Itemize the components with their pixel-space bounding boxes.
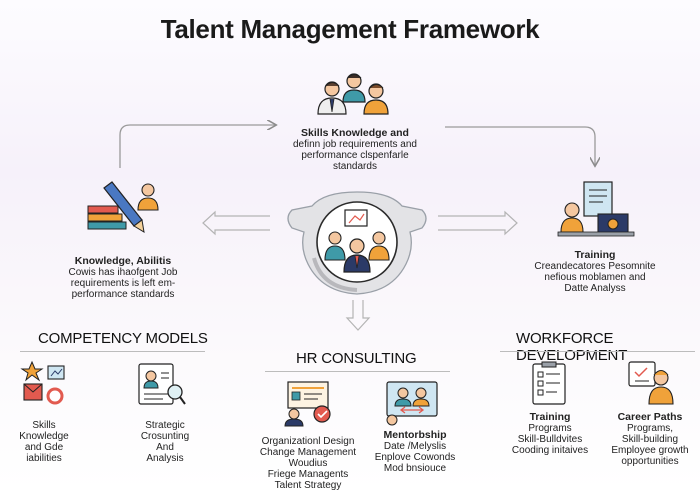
top-node-line: standards [333, 161, 377, 172]
workforce-item-line: Cooding initaives [511, 445, 589, 456]
hr-item-line: Friege Managents [267, 469, 349, 480]
competency-item-line: Crosunting [140, 431, 190, 442]
pencil-blocks-icon [87, 181, 159, 233]
left-node-line: Cowis has ihaofgent Job [68, 267, 178, 278]
right-node-title: Training [574, 249, 616, 261]
competency-item-strategic: Strategic Crosunting And Analysis [125, 420, 205, 464]
hr-item-line: Talent Strategy [274, 480, 342, 490]
competency-item-skills: Skills Knowledge and Gde iabilities [10, 420, 78, 464]
hr-item-line: Mod bnsiouce [383, 463, 447, 474]
central-hub [287, 191, 427, 295]
competency-divider [20, 351, 205, 352]
strategic-report-icon [138, 363, 186, 405]
skills-icon [20, 360, 65, 405]
left-node-line: performance standards [71, 289, 175, 300]
hr-item-title: Mentorbship [383, 429, 447, 441]
training-checklist-icon [532, 361, 566, 405]
workforce-item-line: Programs [528, 423, 572, 434]
organization-design-icon [284, 381, 331, 427]
left-node-line: requirements is left em- [70, 278, 176, 289]
workforce-item-line: Employee growth [611, 445, 689, 456]
workforce-item-line: Skill-Bulldvites [517, 434, 583, 445]
workforce-item-training: Training Programs Skill-Bulldvites Coodi… [505, 411, 595, 457]
left-node: Knowledge, Abilitis Cowis has ihaofgent … [48, 255, 198, 301]
top-node: Skills Knowledge and definn job requirem… [270, 127, 440, 173]
hr-item-line: Woudius [288, 458, 328, 469]
career-path-icon [628, 361, 674, 405]
competency-models-heading: COMPETENCY MODELS [38, 330, 208, 347]
workforce-item-title: Training [529, 411, 571, 423]
competency-item-line: Analysis [146, 453, 184, 464]
competency-item-line: Knowledge [19, 431, 69, 442]
hr-consulting-heading: HR CONSULTING [296, 350, 417, 367]
hr-item-line: Date /Melyslis [383, 441, 447, 452]
workforce-item-career: Career Paths Programs, Skill-building Em… [600, 411, 700, 468]
workforce-item-line: opportunities [621, 456, 679, 467]
team-people-icon [317, 73, 389, 115]
right-node-line: Creandecatores Pesomnite [534, 261, 656, 272]
hr-divider [265, 371, 450, 372]
page-title: Talent Management Framework [160, 14, 540, 44]
workforce-item-line: Skill-building [621, 434, 679, 445]
hr-item-line: Organizationl Design [261, 436, 355, 447]
competency-item-line: And [156, 442, 174, 453]
competency-item-line: iabilities [26, 453, 62, 464]
right-node-line: Datte Analyss [564, 283, 626, 294]
competency-item-line: Skills [32, 420, 56, 431]
workforce-item-title: Career Paths [617, 411, 683, 423]
competency-item-line: and Gde [24, 442, 64, 453]
top-node-line: definn job requirements and [293, 139, 417, 150]
workforce-development-heading: WORKFORCE DEVELOPMENT [516, 330, 628, 364]
workforce-item-line: Programs, [626, 423, 674, 434]
right-node-line: nefious moblamen and [544, 272, 646, 283]
hr-item-line: Change Management [259, 447, 357, 458]
left-node-title: Knowledge, Abilitis [74, 255, 172, 267]
hr-item-line: Enplove Cowonds [374, 452, 456, 463]
competency-item-line: Strategic [145, 420, 185, 431]
mentorship-screen-icon [386, 381, 438, 426]
hr-item-mentorship: Mentorbship Date /Melyslis Enplove Cowon… [365, 429, 465, 475]
workforce-divider [500, 351, 695, 352]
training-desk-icon [557, 181, 635, 237]
top-node-line: performance clspenfarle [301, 150, 409, 161]
hr-item-organizational: Organizationl Design Change Management W… [258, 436, 358, 490]
top-node-title: Skills Knowledge and [301, 127, 409, 139]
right-node: Training Creandecatores Pesomnite nefiou… [520, 249, 670, 295]
